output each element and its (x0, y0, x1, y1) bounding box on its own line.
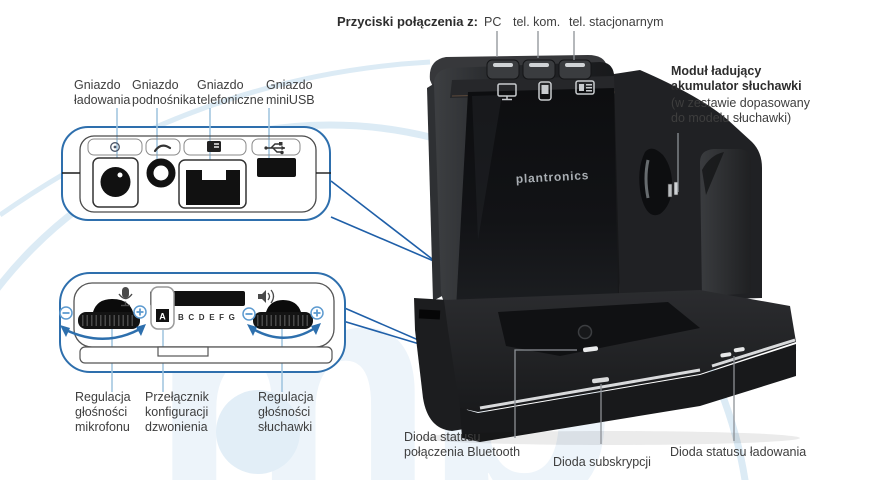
desk-phone-icon (575, 80, 595, 95)
bottom-panel-callout: A B C D E F G (59, 272, 346, 392)
label-charging-led: Dioda statusu ładowania (670, 445, 807, 459)
mic-icon (118, 287, 133, 307)
power-jack-icon (110, 142, 120, 152)
miniusb-port (257, 158, 296, 177)
mobile-phone-icon (538, 81, 552, 101)
label-charging-module-title: Moduł ładujący akumulator słuchawki (671, 64, 802, 93)
lifter-jack (146, 158, 176, 188)
header-target-landline: tel. stacjonarnym (569, 15, 664, 29)
minus-icon (242, 307, 256, 321)
header-target-pc: PC (484, 15, 502, 29)
usb-icon (264, 142, 285, 155)
label-miniusb-jack: Gniazdo miniUSB (266, 78, 315, 107)
label-phone-jack: Gniazdo telefoniczne (197, 78, 264, 107)
lifter-icon (153, 144, 172, 153)
label-subscription-led: Dioda subskrypcji (553, 455, 651, 469)
connect-buttons (486, 59, 592, 80)
subscription-led (592, 377, 610, 384)
phone-jack (178, 159, 247, 209)
header-label: Przyciski połączenia z: (337, 14, 478, 29)
label-charging-module-subtitle: (w zestawie dopasowany do modelu słuchaw… (671, 96, 810, 125)
plus-icon (310, 306, 324, 320)
switch-position-selected: A (159, 312, 166, 322)
minus-icon (59, 306, 73, 320)
phone-jack-icon (207, 141, 221, 152)
rotate-arrow (60, 324, 146, 340)
landline-connect-button (558, 59, 592, 80)
pc-connect-button (486, 59, 520, 80)
rear-panel-callout (61, 108, 331, 221)
bluetooth-led (583, 346, 599, 353)
ring-config-switch (150, 286, 175, 330)
label-headset-volume: Regulacja głośności słuchawki (258, 390, 314, 434)
label-charging-jack: Gniazdo ładowania (74, 78, 131, 107)
charging-contacts (667, 181, 679, 198)
power-jack (92, 157, 139, 208)
headset-volume-dial (253, 300, 313, 329)
bluetooth-emblem-icon (577, 324, 593, 340)
label-ring-config-switch: Przełącznik konfiguracji dzwonienia (145, 390, 209, 434)
plus-icon (133, 305, 147, 319)
switch-position-letters: B C D E F G (178, 313, 236, 322)
plantronics-logo: plantronics (515, 168, 589, 186)
mobile-connect-button (522, 59, 556, 80)
headset-cradle (639, 148, 751, 297)
label-mic-volume: Regulacja głośności mikrofonu (75, 390, 131, 434)
rotate-arrow (247, 323, 321, 339)
speaker-volume-icon (258, 289, 275, 304)
label-bluetooth-led: Dioda statusu połączenia Bluetooth (404, 430, 521, 459)
pc-icon (497, 83, 517, 101)
base-station-photo: plantronics (414, 55, 800, 445)
charging-led (720, 347, 745, 358)
header-target-mobile: tel. kom. (513, 15, 561, 29)
mic-volume-dial (78, 299, 140, 329)
label-leader-lines (496, 31, 735, 444)
label-lifter-jack: Gniazdo podnośnika (132, 78, 196, 107)
